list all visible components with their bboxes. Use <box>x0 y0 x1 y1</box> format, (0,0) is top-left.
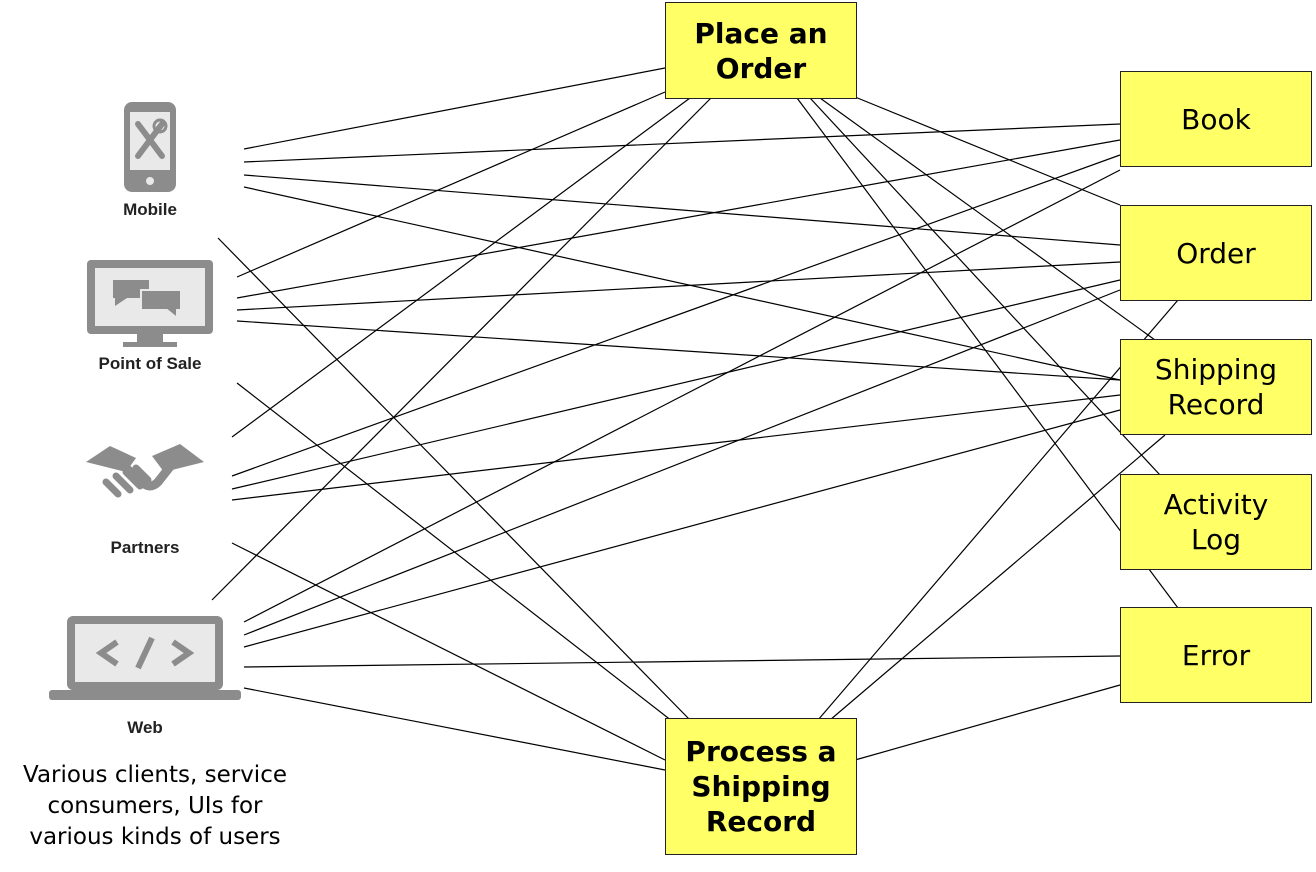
entity-label: Error <box>1181 638 1251 672</box>
entity-label: Record <box>1167 388 1265 421</box>
use-case-label: Shipping <box>691 770 831 803</box>
handshake-icon <box>86 444 204 498</box>
client-mobile: Mobile <box>60 100 240 220</box>
entity-label: Log <box>1190 523 1241 556</box>
entity-label: Order <box>1176 236 1256 270</box>
caption-line: consumers, UIs for <box>47 793 263 820</box>
client-label: Mobile <box>123 200 177 219</box>
entity-activity-log: Activity Log <box>1120 474 1312 570</box>
entity-label: Shipping <box>1154 353 1278 386</box>
client-label: Partners <box>110 538 180 557</box>
client-label: Point of Sale <box>98 354 202 373</box>
use-case-label: Record <box>705 805 817 838</box>
caption: Various clients, service consumers, UIs … <box>0 760 310 853</box>
entity-error: Error <box>1120 607 1312 703</box>
entity-label: Activity <box>1163 488 1269 521</box>
use-case-place-order: Place an Order <box>665 2 857 99</box>
entity-label: Book <box>1181 102 1251 136</box>
use-case-label: Place an <box>694 16 828 50</box>
entity-book: Book <box>1120 71 1312 167</box>
entity-shipping-record: Shipping Record <box>1120 339 1312 435</box>
client-label: Web <box>127 718 163 737</box>
use-case-process-shipping: Process a Shipping Record <box>665 718 857 855</box>
client-partners: Partners <box>55 432 235 558</box>
laptop-code-icon <box>49 616 241 700</box>
client-web: Web <box>45 612 245 738</box>
caption-line: various kinds of users <box>29 824 281 851</box>
monitor-chat-icon <box>87 260 213 347</box>
use-case-label: Process a <box>685 735 837 768</box>
caption-line: Various clients, service <box>23 762 287 788</box>
client-pos: Point of Sale <box>55 258 245 374</box>
use-case-label: Order <box>715 51 807 85</box>
mobile-tools-icon <box>124 102 176 192</box>
entity-order: Order <box>1120 205 1312 301</box>
